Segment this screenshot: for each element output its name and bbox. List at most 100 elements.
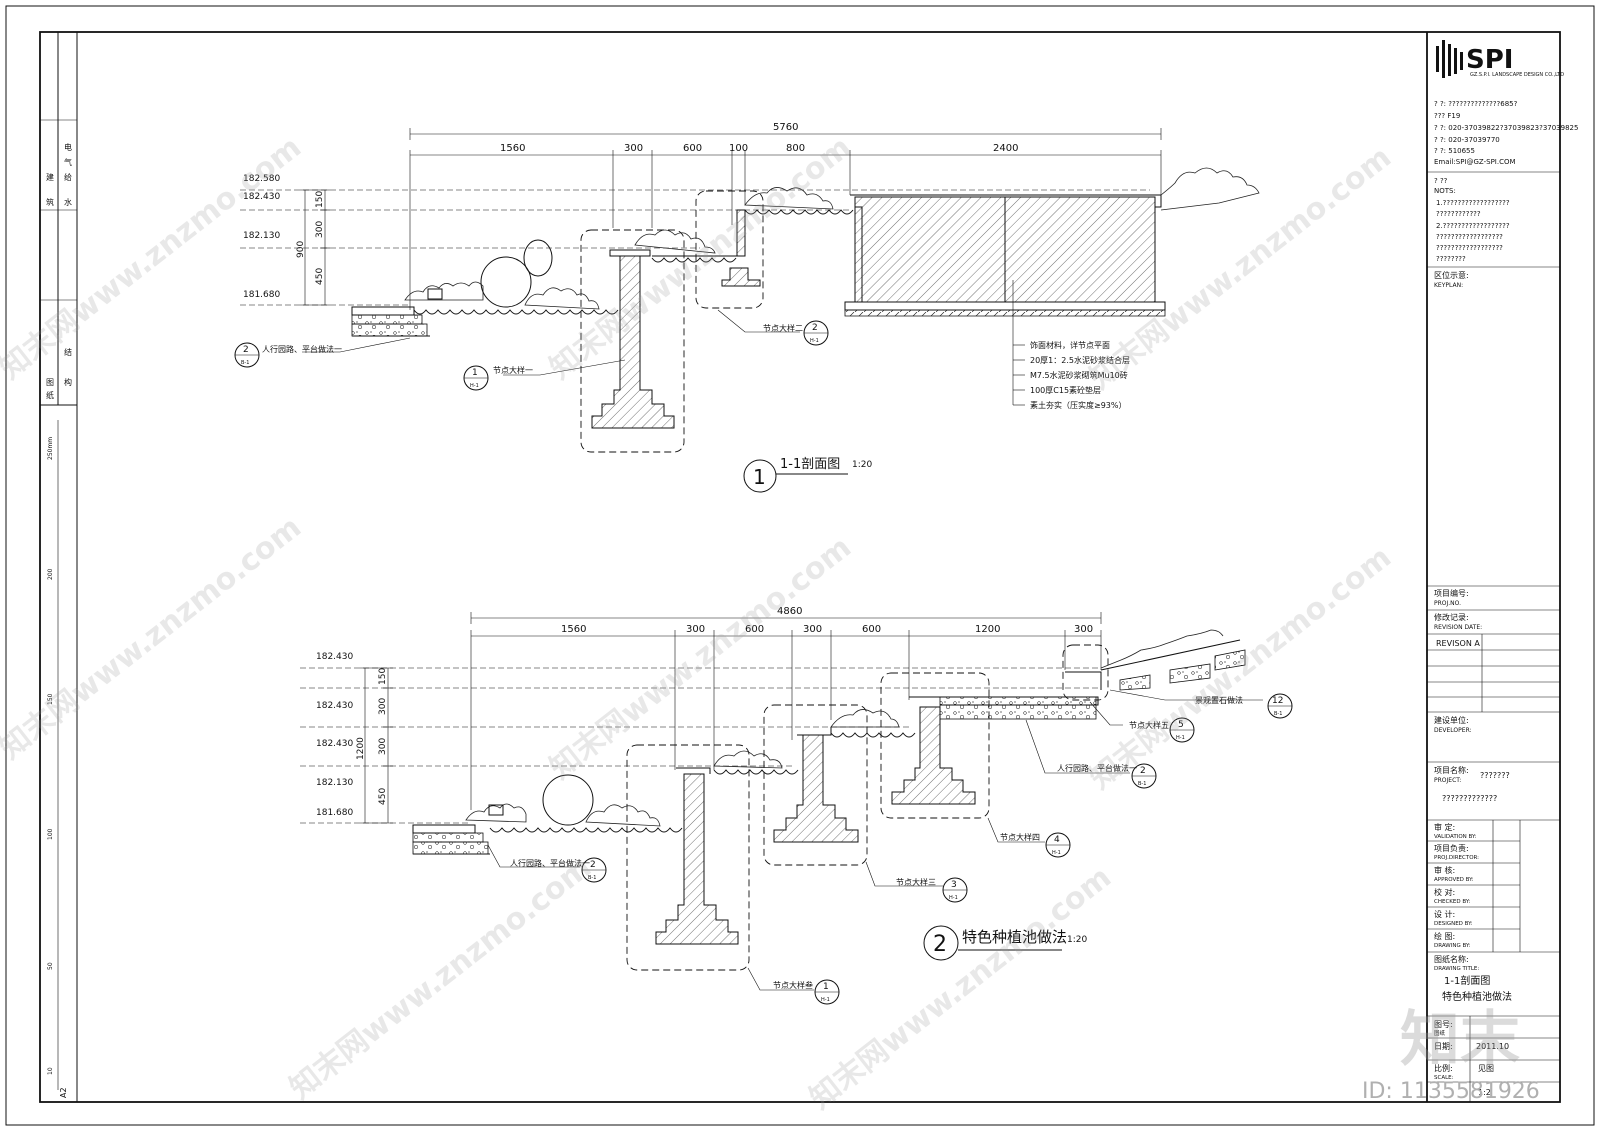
section-scale: 1:20	[852, 460, 872, 470]
watermark-text: 知末网www.znzmo.com	[1083, 540, 1398, 797]
strip-label: 构	[64, 377, 72, 387]
callout-text: 节点大样二	[763, 323, 803, 333]
vertical-dim: 150	[378, 668, 388, 685]
strip-label: 筑	[46, 197, 54, 207]
elevation: 182.130	[316, 778, 353, 788]
watermark: 知末网www.znzmo.com 知末网www.znzmo.com 知末网www…	[0, 130, 1540, 1117]
project-value: ???????	[1480, 771, 1510, 780]
dimension: 800	[786, 143, 805, 154]
note-line: 2.??????????????????	[1436, 222, 1510, 230]
watermark-text: 知末网www.znzmo.com	[283, 850, 598, 1107]
callout-text: 节点大样叁	[773, 980, 813, 990]
strip-label: 结	[64, 347, 72, 357]
ruler-label: 250mm	[47, 437, 54, 460]
detail-callout-box	[1062, 644, 1109, 701]
watermark-text: 知末网www.znzmo.com	[0, 510, 308, 767]
revision-a: REVISON A	[1436, 639, 1480, 648]
notes-en: NOTS:	[1434, 187, 1456, 195]
callout-sheet: B-1	[588, 875, 596, 881]
strip-label: 图	[46, 378, 54, 387]
ruler-label: A2	[59, 1087, 68, 1098]
revision-label: 修改记录:	[1434, 612, 1469, 622]
sign-label: 审 定:	[1434, 822, 1455, 832]
strip-label: 气	[64, 157, 72, 167]
note-line: ????????????	[1436, 210, 1481, 218]
section-2: 4860 1560 300 600 300 600 1200 300	[300, 606, 1293, 1005]
callout-num: 2	[243, 345, 249, 355]
scale-label: 比例:	[1434, 1063, 1453, 1073]
scale-en: SCALE:	[1434, 1075, 1454, 1081]
drawing-title-en: DRAWING TITLE:	[1434, 966, 1479, 972]
layer-note: M7.5水泥砂浆砌筑Mu10砖	[1030, 370, 1128, 380]
drawing-title: 特色种植池做法	[1442, 990, 1512, 1003]
callout-num: 1	[472, 368, 478, 378]
detail-callout-box	[763, 704, 868, 866]
sign-en: CHECKED BY:	[1434, 899, 1470, 905]
dimension: 300	[686, 624, 705, 635]
proc-label: 图纸	[1434, 1029, 1446, 1037]
callout-num: 2	[590, 860, 596, 870]
vertical-dim: 300	[378, 738, 388, 755]
detail-callout-box	[695, 190, 764, 309]
strip-label: 建	[46, 172, 54, 182]
keyplan-label: 区位示意:	[1434, 270, 1469, 280]
dimension: 600	[862, 624, 881, 635]
callout-sheet: H-1	[470, 383, 479, 389]
elevation: 182.430	[316, 739, 353, 749]
section-title: 1-1剖面图	[780, 457, 840, 472]
callout-text: 人行园路、平台做法一	[262, 344, 342, 354]
layer-note: 素土夯实（压实度≥93%）	[1030, 400, 1126, 410]
callout-num: 1	[823, 982, 829, 992]
date-label: 日期:	[1434, 1042, 1453, 1051]
callout-text: 人行园路、平台做法一	[510, 858, 590, 868]
strip-label: 电	[64, 142, 72, 152]
sign-label: 校 对:	[1434, 887, 1455, 897]
outer-frame	[5, 5, 1595, 1126]
drawing-no-label: 图号:	[1434, 1020, 1453, 1029]
address-line: ? ?: 510655	[1434, 147, 1475, 155]
section-title-num: 2	[933, 932, 947, 957]
callout-text: 节点大样三	[896, 877, 936, 887]
callout-sheet: H-1	[949, 895, 958, 901]
callout-text: 人行园路、平台做法一	[1057, 763, 1137, 773]
sign-label: 项目负责:	[1434, 843, 1469, 853]
sign-en: DRAWING BY:	[1434, 943, 1471, 949]
watermark-logo: 知末	[1400, 1005, 1520, 1075]
vertical-dim: 900	[296, 241, 306, 258]
project-en: PROJECT:	[1434, 777, 1461, 784]
dimension: 2400	[993, 143, 1018, 154]
dimension: 600	[683, 143, 702, 154]
sign-en: PROJ.DIRECTOR:	[1434, 855, 1479, 861]
layer-note: 20厚1：2.5水泥砂浆结合层	[1030, 355, 1130, 365]
detail-callout-box	[626, 744, 750, 971]
address-line: ? ?: ??????????????685?	[1434, 100, 1518, 108]
address-line: ? ?: 020-37039770	[1434, 136, 1500, 144]
spi-logo: SPI GZ.S.P.I. LANDSCAPE DESIGN CO.,LTD	[1436, 40, 1564, 78]
callout-text: 节点大样四	[1000, 832, 1040, 842]
callout-num: 2	[1140, 766, 1146, 776]
callout-sheet: H-1	[821, 997, 830, 1003]
section-scale: 1:20	[1067, 935, 1087, 945]
note-line: ????????	[1436, 255, 1466, 263]
ruler-label: 10	[47, 1067, 54, 1075]
proj-no-label: 项目编号:	[1434, 588, 1469, 598]
sign-en: APPROVED BY:	[1434, 877, 1474, 883]
watermark-id: ID: 1135581926	[1362, 1079, 1540, 1104]
developer-en: DEVELOPER:	[1434, 727, 1472, 734]
elevation: 182.130	[243, 231, 280, 241]
sign-label: 审 核:	[1434, 865, 1455, 875]
address-line: Email:SPI@GZ-SPI.COM	[1434, 158, 1516, 166]
callout-sheet: B-1	[1138, 781, 1146, 787]
strip-label: 纸	[46, 390, 54, 400]
developer-label: 建设单位:	[1434, 715, 1469, 725]
callout-sheet: B-1	[1274, 711, 1282, 717]
dimension: 5760	[773, 122, 798, 133]
address-line: ? ?: 020-37039822?37039823?37039825	[1434, 124, 1578, 132]
elevation: 181.680	[243, 290, 280, 300]
dimension: 300	[624, 143, 643, 154]
sign-label: 绘 图:	[1434, 931, 1455, 941]
callout-num: 5	[1178, 720, 1184, 730]
callout-sheet: H-1	[810, 338, 819, 344]
vertical-dim: 300	[378, 698, 388, 715]
